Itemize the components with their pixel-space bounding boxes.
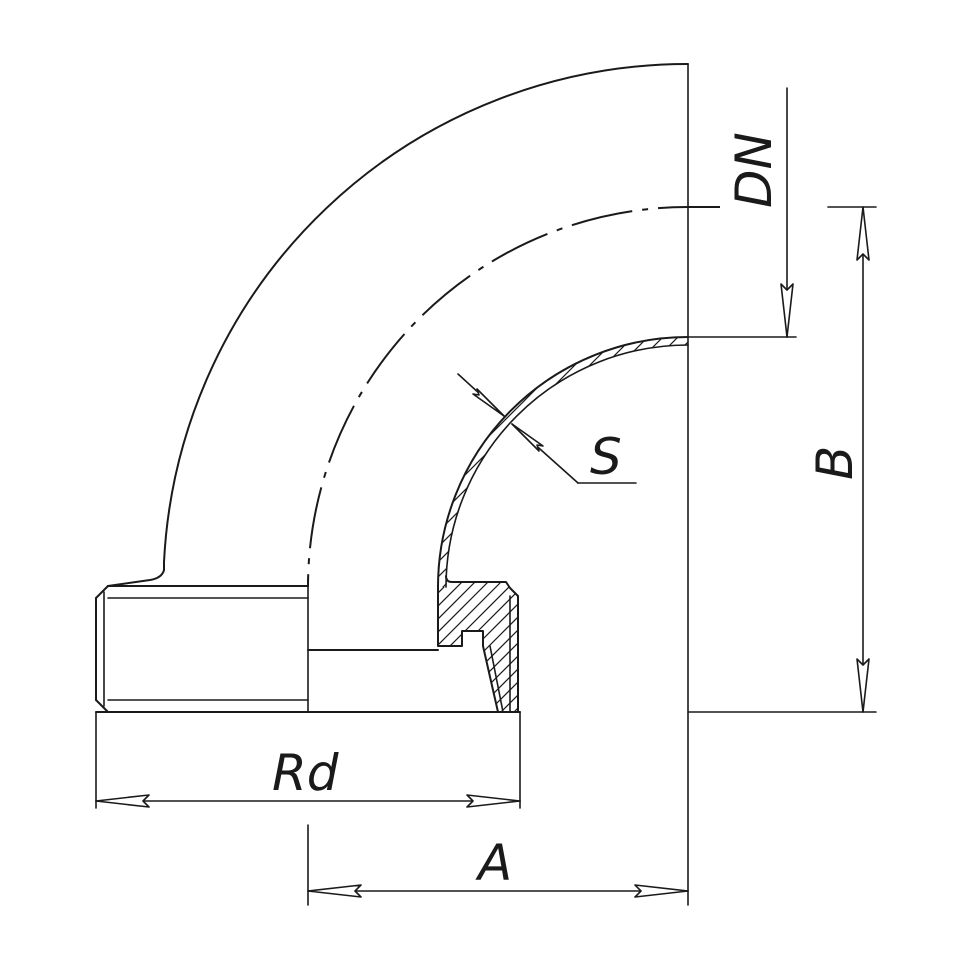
collar-hatch-line (438, 582, 518, 712)
wall-hatch-line (438, 337, 446, 587)
dimension-a: A (307, 834, 689, 898)
elbow-body (95, 62, 689, 715)
wall-hatch-line (160, 330, 430, 600)
dimension-b: B (806, 206, 870, 713)
wall-hatch-line (438, 337, 566, 587)
b-arrowhead-top (856, 206, 870, 261)
dn-arrowhead (780, 283, 794, 338)
collar-hatch-line (471, 582, 518, 712)
rd-arrowhead-left (95, 794, 150, 808)
wall-hatch-line (489, 337, 688, 587)
b-label: B (806, 446, 864, 480)
wall-hatch-line (438, 337, 551, 587)
wall-hatch-line (438, 337, 626, 587)
extension-lines (95, 63, 877, 906)
outer-flare (107, 569, 165, 587)
collar-hatch-line (510, 582, 518, 712)
collar-hatch-line (458, 582, 518, 712)
collar-hatch-line (438, 582, 518, 712)
s-arrowhead-inner (511, 423, 544, 452)
wall-hatch-line (654, 337, 688, 587)
collar-hatch-line (524, 575, 664, 715)
s-label: S (590, 428, 622, 486)
dimension-s: S (457, 373, 637, 486)
a-arrowhead-right (634, 884, 689, 898)
rd-arrowhead-right (466, 794, 521, 808)
dimension-dn: DN (725, 87, 794, 338)
collar-hatch-line (290, 575, 430, 715)
collar-hatch-line (438, 582, 483, 712)
threaded-end (95, 585, 309, 713)
wall-hatch-line (438, 337, 461, 587)
wall-hatch-line (438, 337, 491, 587)
wall-hatch-line (438, 337, 671, 587)
wall-hatch-line (438, 337, 611, 587)
inner-bend-outline (437, 336, 689, 588)
s-arrowhead-outer (472, 388, 505, 417)
b-arrowhead-bottom (856, 658, 870, 713)
collar-hatch-line (438, 582, 457, 712)
wall-hatch-line (534, 337, 688, 587)
collar-hatch-line (438, 582, 470, 712)
wall-hatch-line (438, 337, 536, 587)
collar-hatch-line (484, 582, 518, 712)
collar-hatch-line (438, 582, 496, 712)
wall-hatch-line (438, 337, 596, 587)
collar-hatching (290, 575, 664, 715)
a-arrowhead-left (307, 884, 362, 898)
collar-hatch-line (438, 582, 518, 712)
dimension-rd: Rd (95, 744, 521, 808)
wall-hatch-line (639, 337, 688, 587)
inner-bend-bore (445, 344, 689, 588)
wall-hatch-line (519, 337, 688, 587)
rd-label: Rd (272, 744, 339, 802)
wall-hatch-line (669, 337, 688, 587)
outer-bend-outline (163, 62, 689, 571)
collar-outline (437, 575, 519, 713)
centerline (307, 206, 720, 588)
a-label: A (475, 834, 512, 892)
collar-hatch-line (445, 582, 518, 712)
collar-inner-line (489, 645, 504, 713)
collar-hatch-line (438, 582, 509, 712)
wall-hatch-line (438, 337, 686, 587)
wall-hatch-line (438, 337, 476, 587)
dn-label: DN (725, 132, 783, 208)
collar-hatch-line (438, 582, 444, 712)
wall-hatch-line (438, 337, 581, 587)
wall-hatch-line (504, 337, 688, 587)
wall-hatch-line (438, 337, 506, 587)
